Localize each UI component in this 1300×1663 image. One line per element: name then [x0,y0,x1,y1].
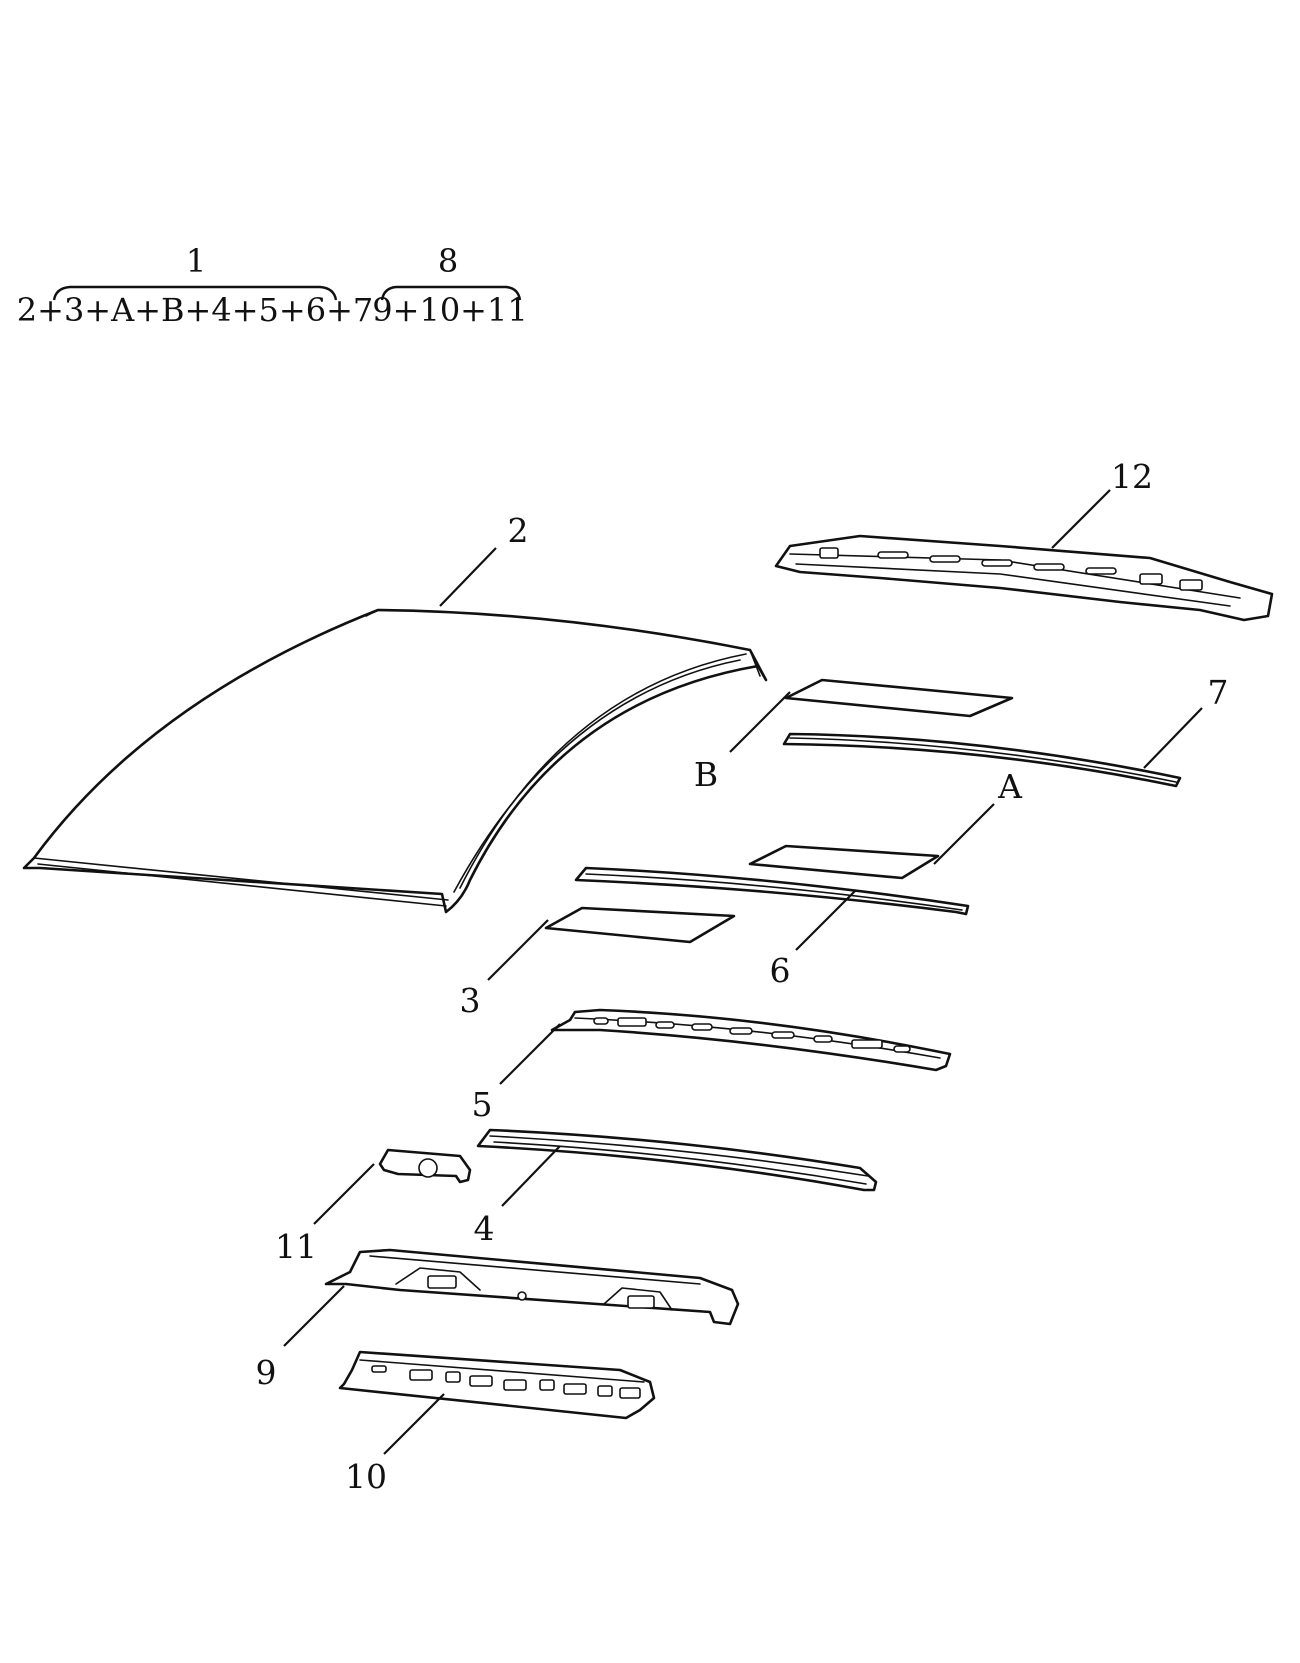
leader-lines [283,489,1203,1455]
part-B-patch [784,678,1014,718]
label-3: 3 [460,981,481,1020]
leader-9 [283,1285,345,1347]
group-8-number: 8 [438,242,458,280]
leader-6 [795,889,857,951]
group-1-brace [52,285,338,301]
label-4: 4 [474,1209,495,1248]
leader-12 [1051,489,1111,549]
label-6: 6 [770,951,791,990]
leader-2 [439,547,497,607]
group-1-number: 1 [186,242,206,280]
leader-B [729,691,791,753]
group-8-header: 8 9+10+11 [372,242,527,329]
label-5: 5 [472,1085,493,1124]
leader-3 [487,919,549,981]
label-A: A [997,767,1023,806]
label-2: 2 [508,511,529,550]
group-1-formula: 2+3+A+B+4+5+6+7 [17,291,373,329]
part-11-bracket [378,1148,472,1184]
label-11: 11 [275,1227,317,1266]
label-12: 12 [1111,457,1153,496]
leader-7 [1143,707,1203,769]
part-3-patch [544,906,736,944]
part-5-bow [550,1008,952,1072]
label-9: 9 [256,1353,277,1392]
group-1-header: 1 2+3+A+B+4+5+6+7 [17,242,373,329]
leader-10 [383,1393,445,1455]
part-10-bow [338,1350,656,1420]
leader-A [933,803,995,865]
group-8-formula: 9+10+11 [372,291,527,329]
part-6-strip [574,866,970,916]
part-2-roof-panel [22,608,768,914]
leader-4 [501,1145,561,1207]
part-4-bow [476,1128,878,1192]
leader-11 [313,1163,375,1225]
label-10: 10 [345,1457,387,1496]
part-labels: 2 12 B 7 A 6 3 5 4 11 9 10 [256,457,1229,1496]
group-8-brace [380,285,522,301]
part-7-strip [782,732,1182,788]
label-B: B [694,755,718,794]
part-9-cross-member [324,1248,740,1326]
part-A-patch [748,844,940,880]
label-7: 7 [1208,673,1229,712]
leader-5 [499,1023,561,1085]
part-12-rear-header [774,534,1274,622]
